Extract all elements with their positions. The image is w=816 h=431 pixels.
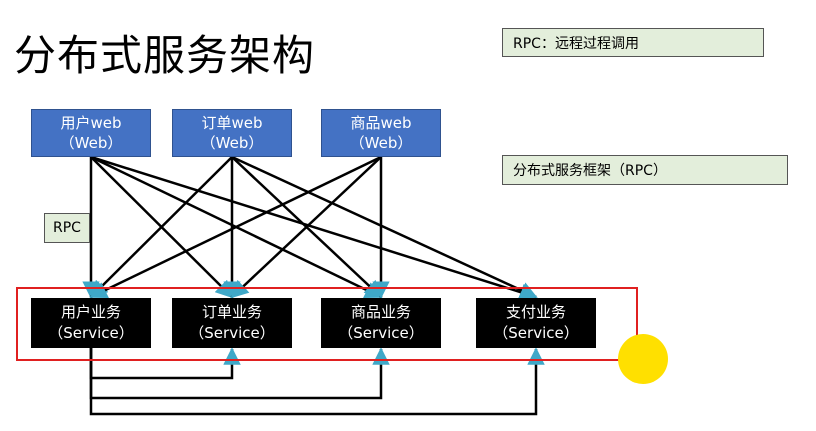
web-node-name: 商品web: [350, 114, 412, 132]
web-node-user: 用户web （Web）: [31, 109, 151, 157]
framework-note: 分布式服务框架（RPC）: [502, 155, 788, 185]
service-node-user: 用户业务 （Service）: [31, 298, 151, 348]
pointer-highlight: [618, 334, 668, 384]
service-node-name: 支付业务: [505, 303, 566, 321]
service-group-frame: [16, 287, 638, 361]
service-node-name: 用户业务: [60, 303, 121, 321]
service-node-product: 商品业务 （Service）: [321, 298, 441, 348]
rpc-definition-note: RPC：远程过程调用: [502, 28, 764, 57]
service-node-order: 订单业务 （Service）: [172, 298, 292, 348]
web-node-name: 用户web: [60, 114, 122, 132]
web-service-edge: [230, 156, 382, 299]
service-service-edge: [89, 347, 545, 416]
service-node-name: 订单业务: [201, 303, 262, 321]
web-node-order: 订单web （Web）: [172, 109, 292, 157]
web-node-sub: （Web）: [349, 134, 413, 152]
web-service-edge: [89, 155, 382, 299]
page-title: 分布式服务架构: [14, 31, 316, 80]
rpc-label-note: RPC: [44, 213, 90, 243]
service-node-sub: （Service）: [48, 324, 134, 342]
web-node-product: 商品web （Web）: [321, 109, 441, 157]
web-service-edge: [89, 156, 233, 299]
web-service-edge: [231, 155, 538, 299]
service-node-sub: （Service）: [338, 324, 424, 342]
service-node-name: 商品业务: [350, 303, 411, 321]
web-node-sub: （Web）: [59, 134, 123, 152]
web-node-name: 订单web: [201, 114, 263, 132]
service-node-sub: （Service）: [493, 324, 579, 342]
service-node-sub: （Service）: [189, 324, 275, 342]
service-node-payment: 支付业务 （Service）: [476, 298, 596, 348]
web-node-sub: （Web）: [200, 134, 264, 152]
web-service-edge: [90, 155, 538, 301]
